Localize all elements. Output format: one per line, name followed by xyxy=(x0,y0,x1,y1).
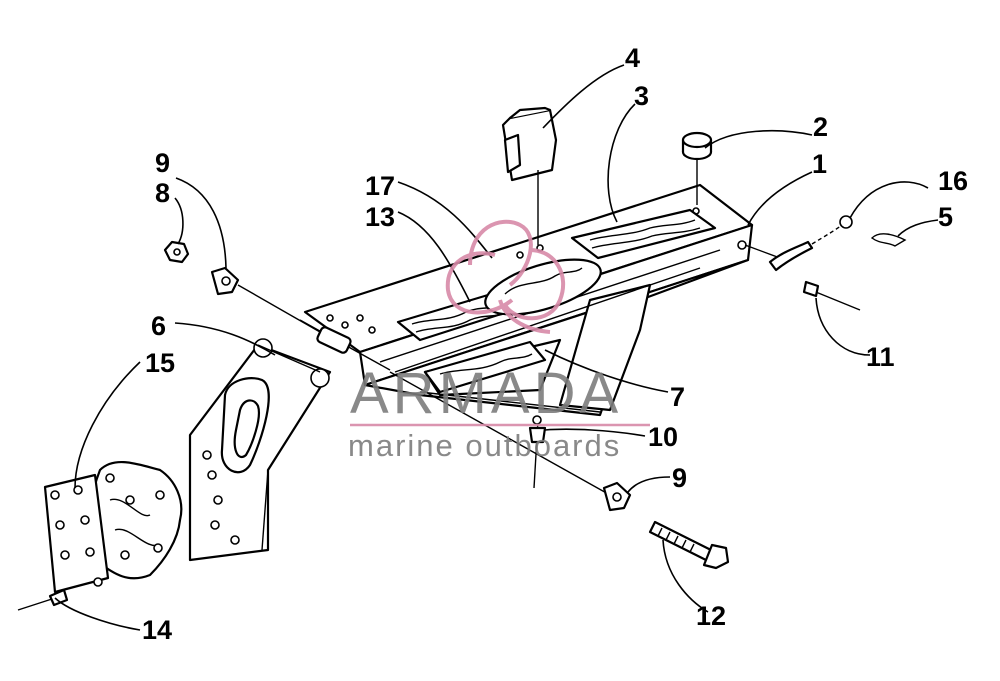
watermark-brand: ARMADA xyxy=(350,361,622,426)
watermark: ARMADA marine outboards xyxy=(348,219,650,463)
callout-7: 7 xyxy=(670,382,685,412)
callout-6: 6 xyxy=(151,311,166,341)
rivet xyxy=(17,588,69,611)
shaft-line xyxy=(237,284,321,333)
clevis-pin xyxy=(528,415,547,489)
callout-8: 8 xyxy=(155,178,170,208)
spacer-upper xyxy=(210,266,240,296)
hex-nut xyxy=(163,240,190,264)
transom-bracket xyxy=(188,338,332,562)
watermark-tagline: marine outboards xyxy=(348,428,621,463)
callout-9-lower: 9 xyxy=(672,463,687,493)
callout-5: 5 xyxy=(938,202,953,232)
leader-lines xyxy=(54,64,939,631)
callout-13: 13 xyxy=(365,202,395,232)
callout-9-upper: 9 xyxy=(155,148,170,178)
backing-plate xyxy=(43,473,110,594)
callout-16: 16 xyxy=(938,166,968,196)
callout-10: 10 xyxy=(648,422,678,452)
callout-14: 14 xyxy=(142,615,172,645)
grommet xyxy=(681,131,713,205)
callout-17: 17 xyxy=(365,171,395,201)
bolt-line xyxy=(389,371,611,496)
tag-label xyxy=(501,106,558,245)
hex-bolt xyxy=(648,520,730,570)
callout-3: 3 xyxy=(634,81,649,111)
spacer-lower xyxy=(602,481,632,512)
oval-emblem xyxy=(484,258,602,316)
callout-4: 4 xyxy=(625,43,640,73)
callout-12: 12 xyxy=(696,601,726,631)
tray-decal xyxy=(423,340,547,394)
cable-assembly xyxy=(744,215,907,311)
callout-15: 15 xyxy=(145,348,175,378)
callout-2: 2 xyxy=(813,112,828,142)
callout-1: 1 xyxy=(812,149,827,179)
decal-plate-large xyxy=(570,208,717,260)
callout-11: 11 xyxy=(866,342,895,372)
watermark-logo-icon xyxy=(445,219,566,334)
